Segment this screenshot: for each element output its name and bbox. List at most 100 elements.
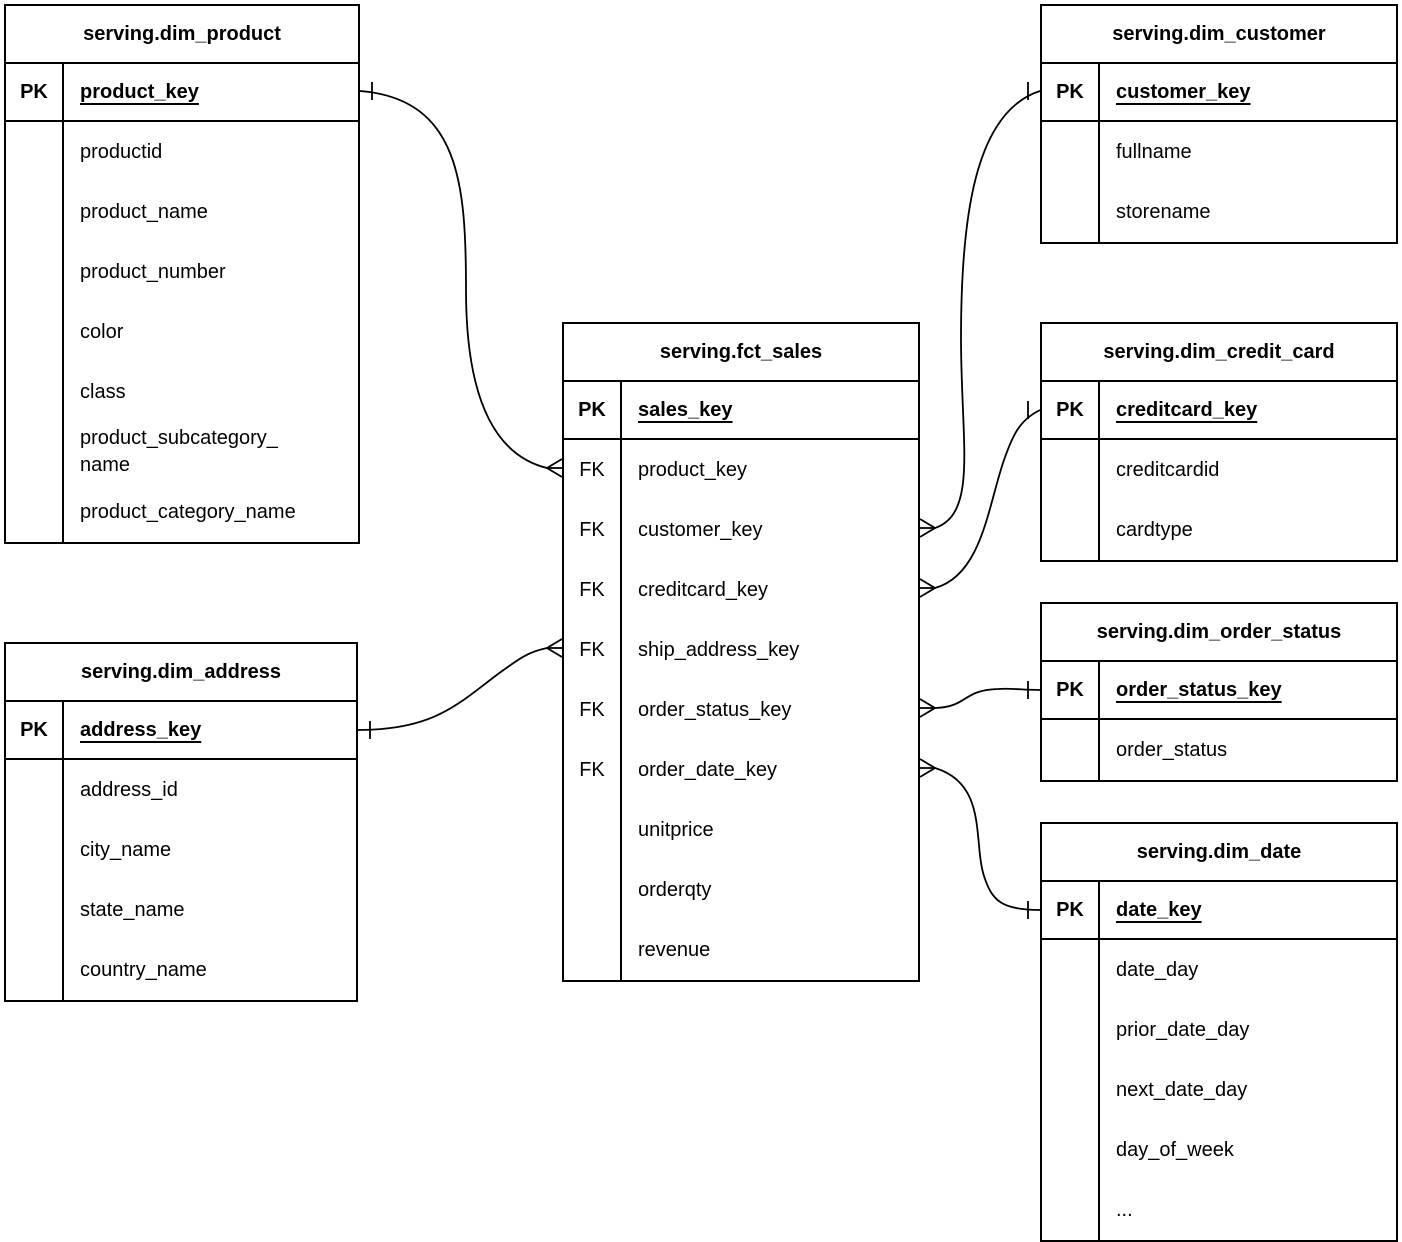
relationship-line [934, 409, 1041, 589]
field-name: color [80, 320, 124, 343]
key-badge-column [1042, 122, 1100, 242]
entity-title: serving.dim_credit_card [1042, 324, 1396, 382]
field-name: address_id [80, 778, 178, 801]
primary-key-row: PK product_key [6, 64, 358, 122]
empty-badge [6, 760, 62, 820]
field-name: state_name [80, 898, 185, 921]
field-name: ... [1116, 1198, 1133, 1221]
field-name: prior_date_day [1116, 1018, 1250, 1041]
pk-field-name: product_key [80, 80, 199, 103]
empty-badge [6, 122, 62, 182]
pk-badge: PK [6, 702, 64, 758]
field-name-column: order_status [1100, 720, 1396, 780]
field-name: orderqty [638, 878, 712, 901]
field-name: order_status [1116, 738, 1228, 761]
relationship-line [934, 90, 1041, 529]
field-name: order_status_key [638, 698, 792, 721]
relationship-order_status [919, 681, 1041, 718]
empty-badge [1042, 940, 1098, 1000]
empty-badge [1042, 1060, 1098, 1120]
relationship-line [359, 90, 548, 469]
fk-badge: FK [579, 638, 605, 661]
relationship-line [934, 767, 1041, 911]
field-name: next_date_day [1116, 1078, 1248, 1101]
field-name: product_key [638, 458, 747, 481]
empty-badge [6, 182, 62, 242]
field-name: order_date_key [638, 758, 777, 781]
pk-field-name: date_key [1116, 898, 1202, 921]
pk-field-name: order_status_key [1116, 678, 1282, 701]
field-name: storename [1116, 200, 1211, 223]
field-name: class [80, 380, 126, 403]
empty-badge [1042, 440, 1098, 500]
empty-badge [564, 860, 620, 920]
entity-title: serving.dim_address [6, 644, 356, 702]
fk-badge: FK [579, 518, 605, 541]
empty-badge [564, 800, 620, 860]
key-badge-column [1042, 440, 1100, 560]
empty-badge [6, 362, 62, 422]
key-badge-column [1042, 940, 1100, 1240]
field-name: customer_key [638, 518, 763, 541]
empty-badge [1042, 1120, 1098, 1180]
fk-badge: FK [579, 698, 605, 721]
pk-badge: PK [564, 382, 622, 438]
pk-field-name: creditcard_key [1116, 398, 1258, 421]
empty-badge [1042, 500, 1098, 560]
key-badge-column [6, 760, 64, 1000]
empty-badge [1042, 720, 1098, 780]
empty-badge [6, 482, 62, 542]
pk-field-name: sales_key [638, 398, 733, 421]
primary-key-row: PK address_key [6, 702, 356, 760]
empty-badge [6, 422, 62, 482]
field-name: cardtype [1116, 518, 1193, 541]
field-name: revenue [638, 938, 711, 961]
field-name: ship_address_key [638, 638, 800, 661]
relationship-address [357, 638, 563, 739]
relationship-product [359, 82, 563, 478]
field-name: fullname [1116, 140, 1192, 163]
empty-badge [6, 302, 62, 362]
empty-badge [564, 920, 620, 980]
entity-fields: order_status [1042, 720, 1396, 780]
pk-badge: PK [6, 64, 64, 120]
primary-key-row: PK creditcard_key [1042, 382, 1396, 440]
entity-title: serving.dim_product [6, 6, 358, 64]
field-name: creditcardid [1116, 458, 1220, 481]
field-name: product_subcategory_ name [80, 427, 278, 476]
entity-title: serving.dim_date [1042, 824, 1396, 882]
relationship-order_date [919, 758, 1041, 919]
empty-badge [6, 880, 62, 940]
field-name: city_name [80, 838, 172, 861]
pk-field-name: address_key [80, 718, 202, 741]
relationship-line [934, 687, 1041, 709]
entity-title: serving.dim_customer [1042, 6, 1396, 64]
fk-badge: FK [579, 458, 605, 481]
empty-badge [1042, 1000, 1098, 1060]
empty-badge [1042, 182, 1098, 242]
pk-badge: PK [1042, 382, 1100, 438]
entity-fields: fullname storename [1042, 122, 1396, 242]
field-name: creditcard_key [638, 578, 769, 601]
relationship-line [357, 647, 548, 731]
empty-badge [1042, 1180, 1098, 1240]
empty-badge [6, 940, 62, 1000]
key-badge-column [1042, 720, 1100, 780]
empty-badge [6, 820, 62, 880]
